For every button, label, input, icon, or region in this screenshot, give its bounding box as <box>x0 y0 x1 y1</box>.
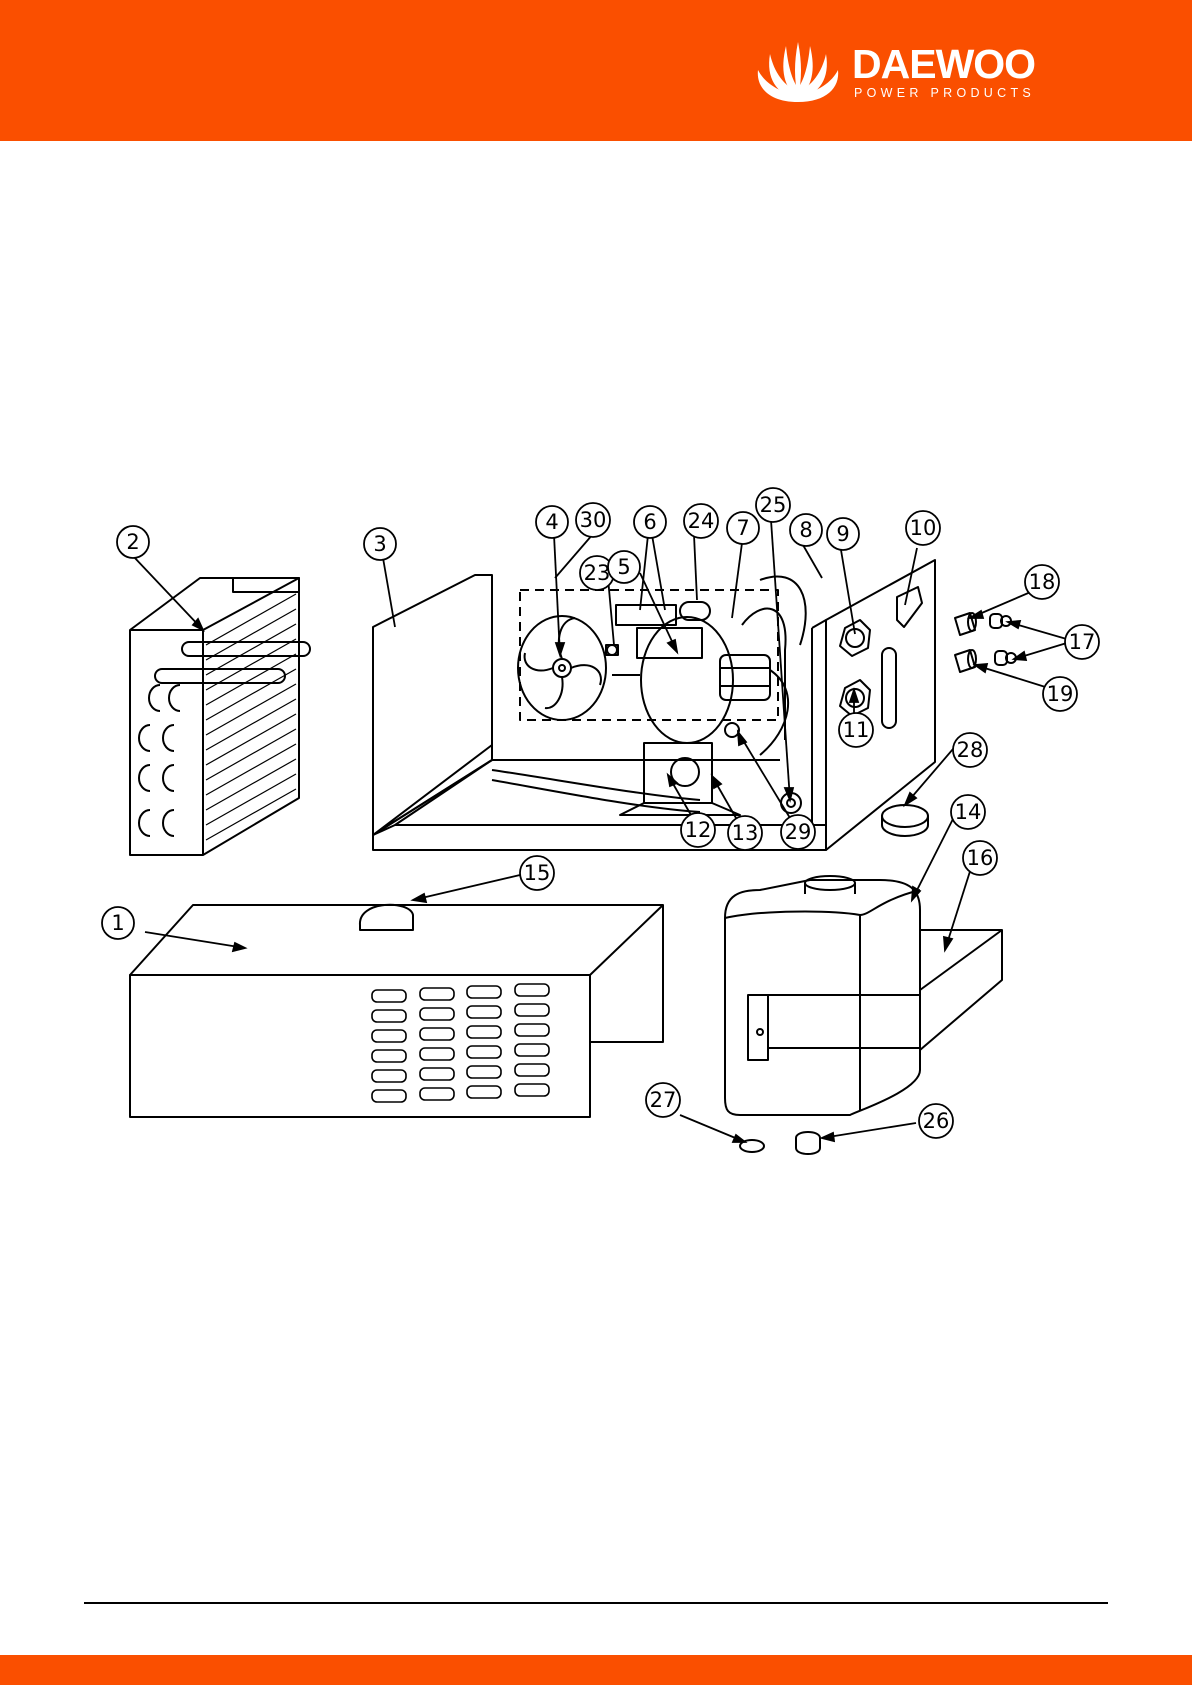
cap-26 <box>882 805 928 827</box>
svg-text:8: 8 <box>799 518 812 542</box>
svg-text:29: 29 <box>785 820 812 844</box>
footer-rule <box>84 1602 1108 1604</box>
svg-text:9: 9 <box>836 522 849 546</box>
callout-25: 25 <box>756 488 790 522</box>
callout-30: 30 <box>576 503 610 537</box>
svg-text:18: 18 <box>1029 570 1056 594</box>
callout-7: 7 <box>727 512 759 544</box>
callout-11: 11 <box>839 713 873 747</box>
svg-text:4: 4 <box>545 510 558 534</box>
callout-1: 1 <box>102 907 134 939</box>
svg-text:24: 24 <box>688 509 715 533</box>
svg-text:13: 13 <box>732 821 759 845</box>
svg-text:14: 14 <box>955 800 982 824</box>
callout-19: 19 <box>1043 677 1077 711</box>
svg-text:26: 26 <box>923 1109 950 1133</box>
svg-text:2: 2 <box>126 530 139 554</box>
callout-6: 6 <box>634 506 666 538</box>
callout-28: 27 <box>646 1083 680 1117</box>
exploded-parts-diagram: 2 3 4 30 23 5 6 24 7 25 8 9 10 18 17 19 … <box>0 470 1192 1190</box>
svg-text:19: 19 <box>1047 682 1074 706</box>
callout-26: 28 <box>953 733 987 767</box>
callout-24: 24 <box>684 504 718 538</box>
svg-text:12: 12 <box>685 818 712 842</box>
callout-27: 26 <box>919 1104 953 1138</box>
fan-blade <box>518 616 640 720</box>
callout-17: 17 <box>1065 625 1099 659</box>
plug-27 <box>796 1132 820 1154</box>
svg-text:3: 3 <box>373 532 386 556</box>
callout-12: 12 <box>681 813 715 847</box>
compressor-base <box>620 723 801 815</box>
callout-29: 29 <box>781 815 815 849</box>
svg-text:28: 28 <box>957 738 984 762</box>
svg-text:1: 1 <box>111 911 124 935</box>
callout-18: 18 <box>1025 565 1059 599</box>
leader-lines <box>133 520 1070 1142</box>
callout-8: 8 <box>790 514 822 546</box>
svg-text:25: 25 <box>760 493 787 517</box>
callout-14: 14 <box>951 795 985 829</box>
callout-5: 5 <box>608 551 640 583</box>
svg-text:27: 27 <box>650 1088 677 1112</box>
svg-text:11: 11 <box>843 718 870 742</box>
footer-band <box>0 1655 1192 1685</box>
callout-16: 16 <box>963 841 997 875</box>
callout-15: 15 <box>520 856 554 890</box>
brand-tagline: POWER PRODUCTS <box>854 87 1035 100</box>
svg-text:23: 23 <box>584 561 611 585</box>
svg-text:7: 7 <box>736 516 749 540</box>
svg-text:10: 10 <box>910 516 937 540</box>
svg-text:6: 6 <box>643 510 656 534</box>
svg-text:15: 15 <box>524 861 551 885</box>
callout-9: 9 <box>827 518 859 550</box>
callout-13: 13 <box>728 816 762 850</box>
svg-text:30: 30 <box>580 508 607 532</box>
svg-text:5: 5 <box>617 555 630 579</box>
callout-3: 3 <box>364 528 396 560</box>
condenser-coil <box>130 578 310 855</box>
svg-text:16: 16 <box>967 846 994 870</box>
callout-2: 2 <box>117 526 149 558</box>
svg-text:17: 17 <box>1069 630 1096 654</box>
brand-name: DAEWOO <box>852 44 1035 85</box>
tank-bracket <box>768 930 1002 1050</box>
housing-cover <box>130 905 663 1117</box>
callout-4: 4 <box>536 506 568 538</box>
callout-10: 10 <box>906 511 940 545</box>
